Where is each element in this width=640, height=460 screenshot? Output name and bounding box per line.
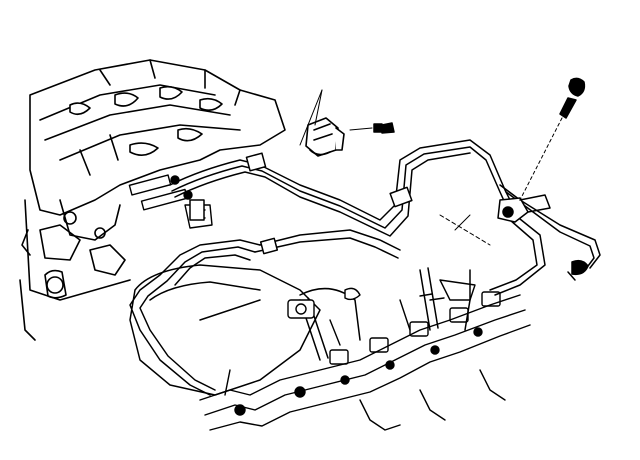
engine-block [19, 199, 131, 341]
intake-manifold [29, 59, 286, 216]
line-clamps [189, 152, 413, 255]
line-clamp [299, 89, 345, 157]
injector-nozzles [199, 279, 531, 431]
leader-lines [439, 214, 491, 246]
clamp-bolt [349, 122, 395, 134]
intake-plenum [129, 264, 361, 396]
fuel-injection-lines [129, 139, 601, 396]
fitting [497, 194, 589, 281]
retaining-bolt [519, 77, 586, 201]
